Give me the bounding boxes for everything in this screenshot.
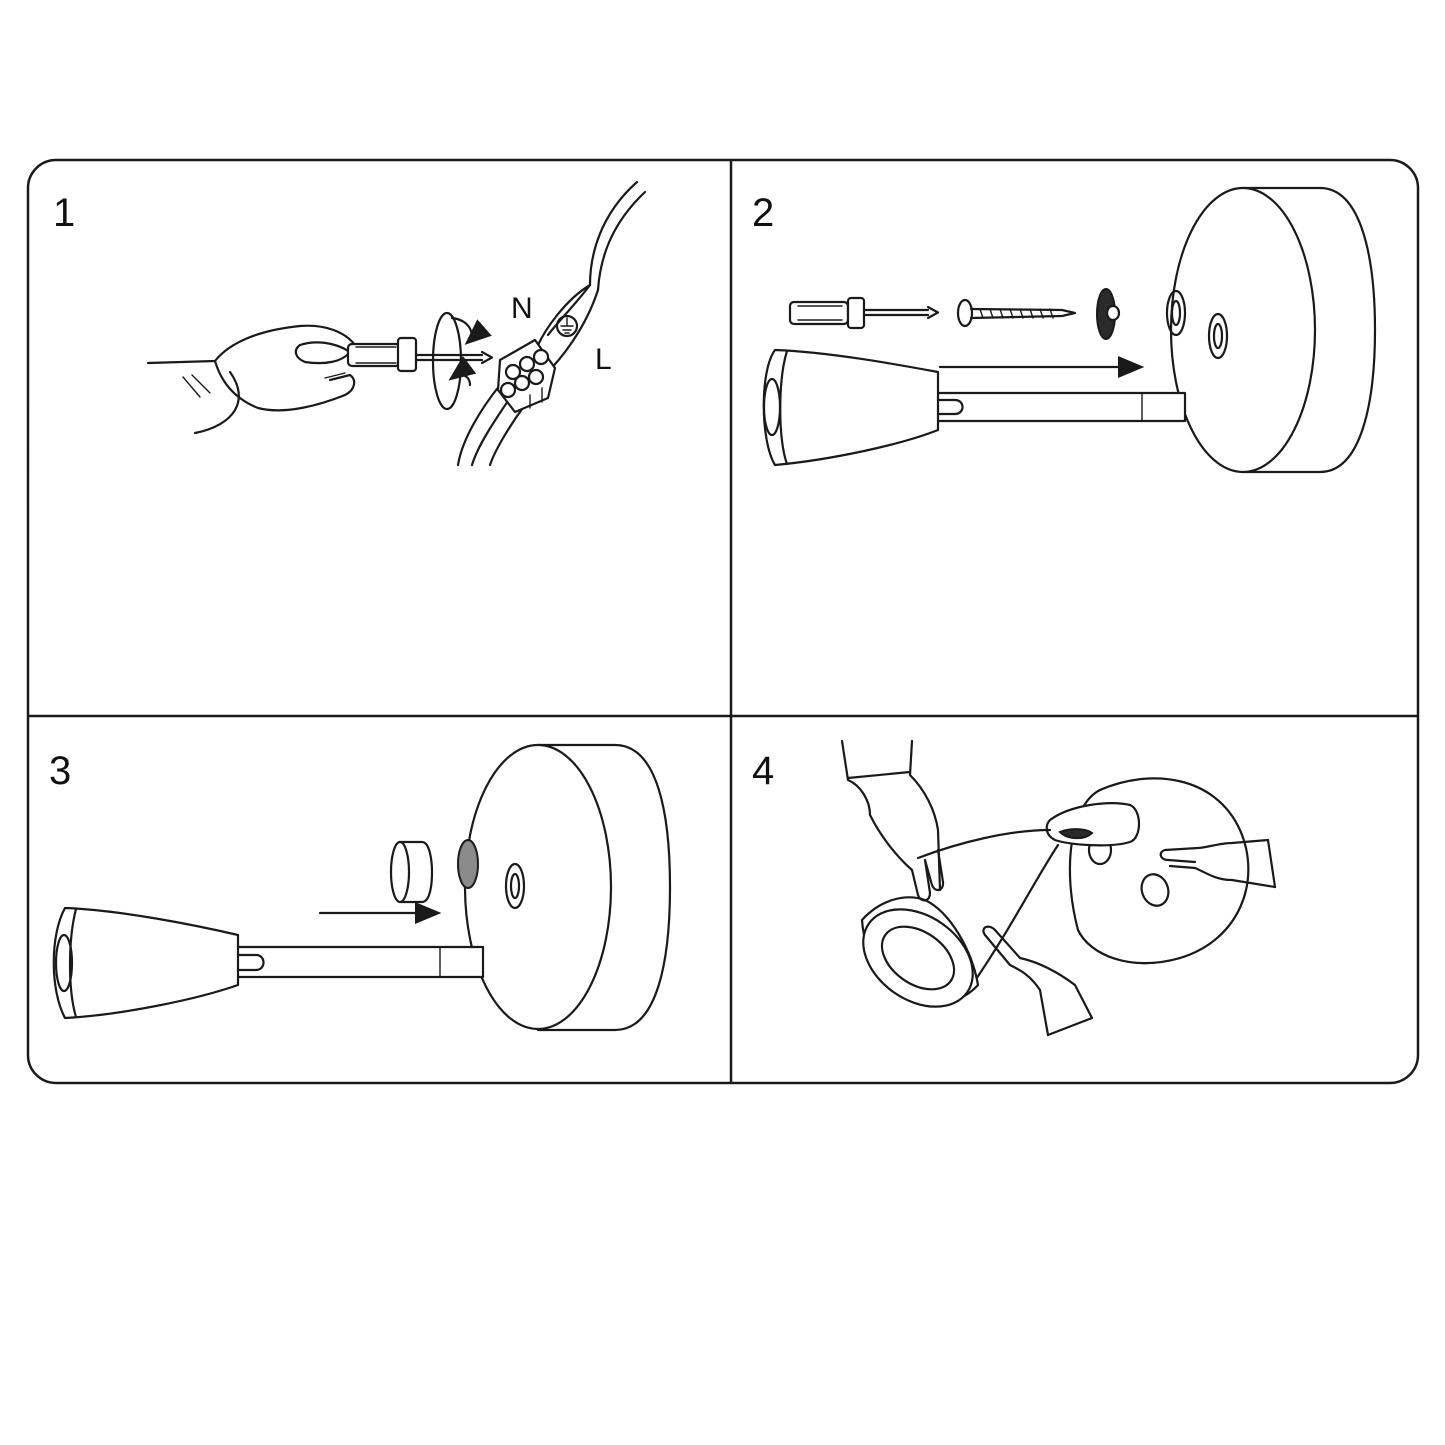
wire-cable [456,180,647,467]
magnet-icon [389,840,434,904]
diagram-frame [26,158,1420,1085]
terminal-block-icon [496,338,557,414]
ground-symbol-icon [555,314,579,338]
live-label: L [595,343,612,376]
step-2-number: 2 [752,191,774,235]
screwdriver-icon [346,336,494,373]
lamp-head-icon [52,906,485,1020]
wall-mount-base-icon [1165,186,1377,474]
step-3-panel: 3 [49,743,672,1032]
step-4-number: 4 [752,749,774,793]
hand-icon [840,739,945,902]
lamp-head-icon [860,802,1141,1008]
rotate-arrows-icon [431,311,492,411]
wall-anchor-icon [1096,288,1121,340]
hand-icon [146,324,357,435]
hand-icon [982,925,1094,1037]
step-3-number: 3 [49,749,71,793]
screw-icon [956,298,1077,328]
hand-icon [1159,838,1277,889]
step-1-number: 1 [53,191,75,235]
lamp-head-icon [762,348,1187,467]
step-4-panel: 4 [752,739,1277,1037]
neutral-label: N [511,292,533,325]
step-1-panel: 1 [53,180,647,467]
screwdriver-icon [788,296,940,330]
step-2-panel: 2 [752,186,1377,474]
wall-mount-base-icon [457,743,672,1032]
